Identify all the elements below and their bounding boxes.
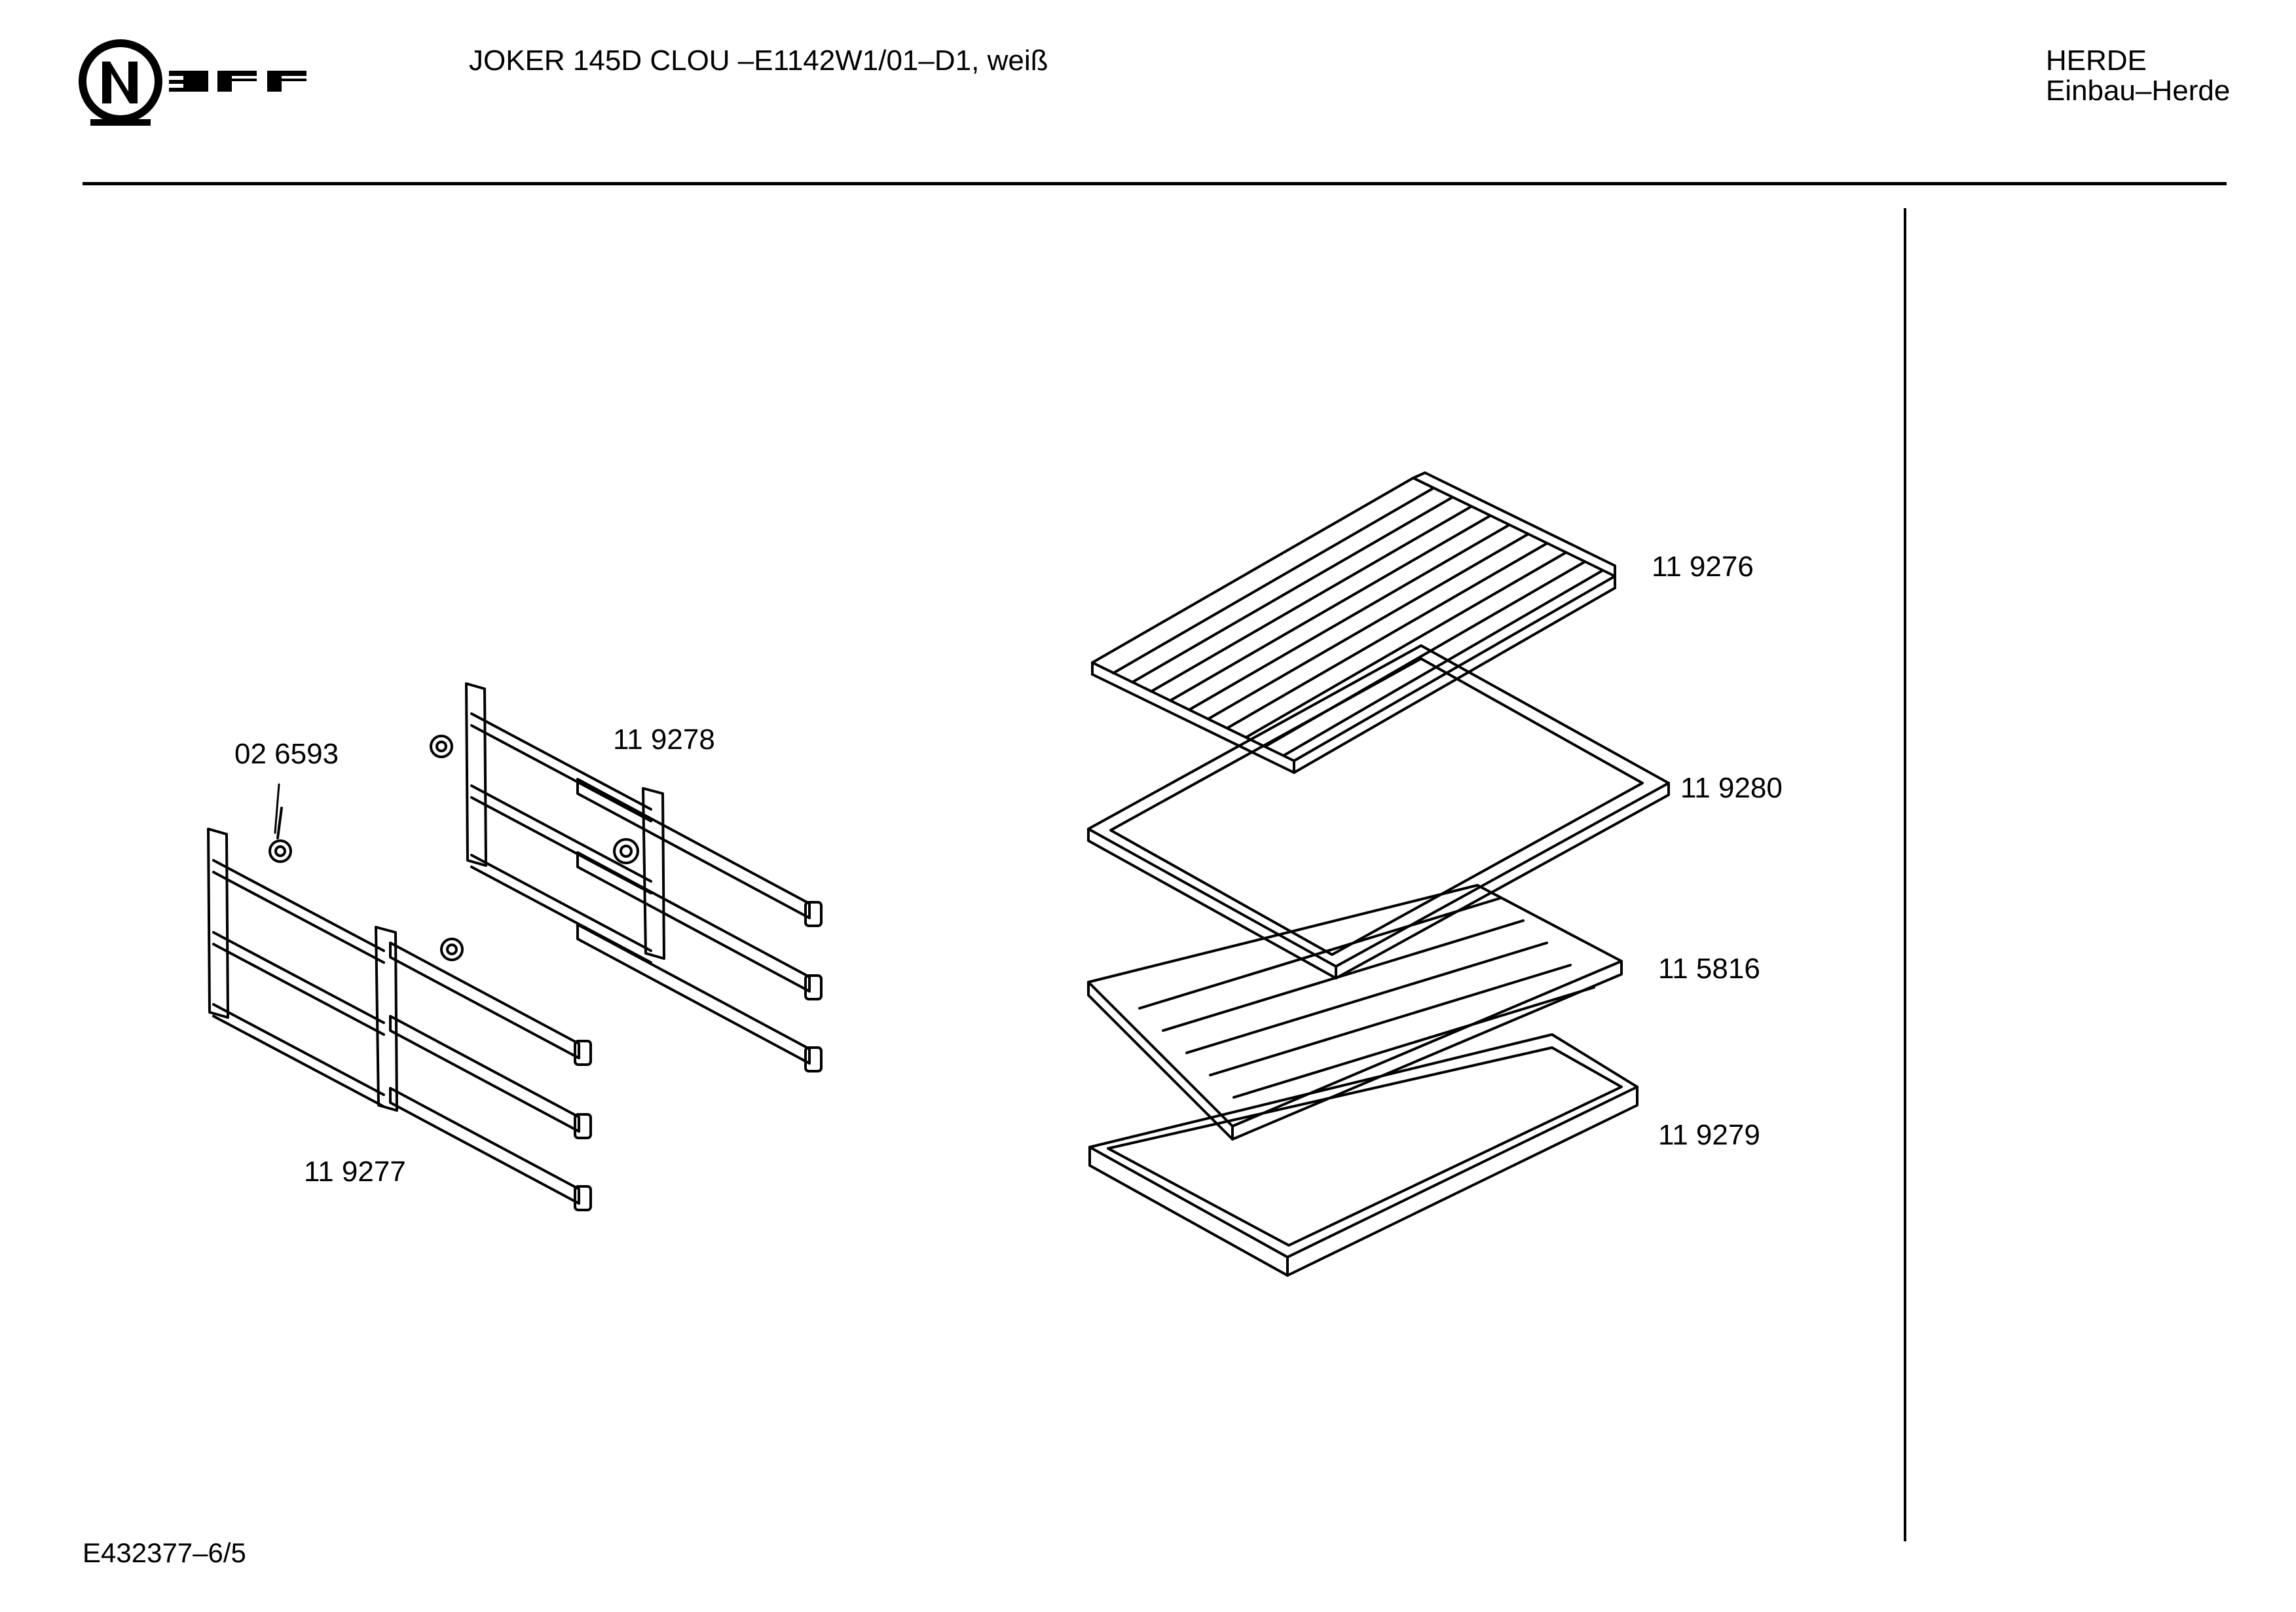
- neff-logo: [77, 39, 347, 128]
- category-block: HERDE Einbau–Herde: [2046, 46, 2230, 106]
- part-label-119278: 11 9278: [613, 724, 715, 756]
- part-label-026593: 02 6593: [234, 738, 339, 770]
- part-label-119277: 11 9277: [304, 1156, 406, 1188]
- deep-tray: [1088, 1033, 1639, 1277]
- side-rail-back: [430, 682, 823, 1072]
- part-label-119279: 11 9279: [1658, 1119, 1760, 1151]
- document-code: E432377–6/5: [83, 1537, 246, 1568]
- model-title: JOKER 145D CLOU –E1142W1/01–D1, weiß: [469, 45, 1048, 77]
- wire-shelf: [1091, 471, 1616, 774]
- vertical-divider: [1904, 208, 1906, 1541]
- category-label: HERDE: [2046, 45, 2147, 77]
- header-divider: [83, 182, 2227, 185]
- side-rail-front: [207, 807, 592, 1211]
- shallow-tray: [1087, 644, 1670, 980]
- subcategory-label: Einbau–Herde: [2046, 75, 2231, 107]
- part-label-115816: 11 5816: [1658, 953, 1760, 985]
- part-label-119276: 11 9276: [1652, 551, 1754, 583]
- part-label-119280: 11 9280: [1680, 772, 1783, 804]
- grill-insert: [1087, 884, 1623, 1141]
